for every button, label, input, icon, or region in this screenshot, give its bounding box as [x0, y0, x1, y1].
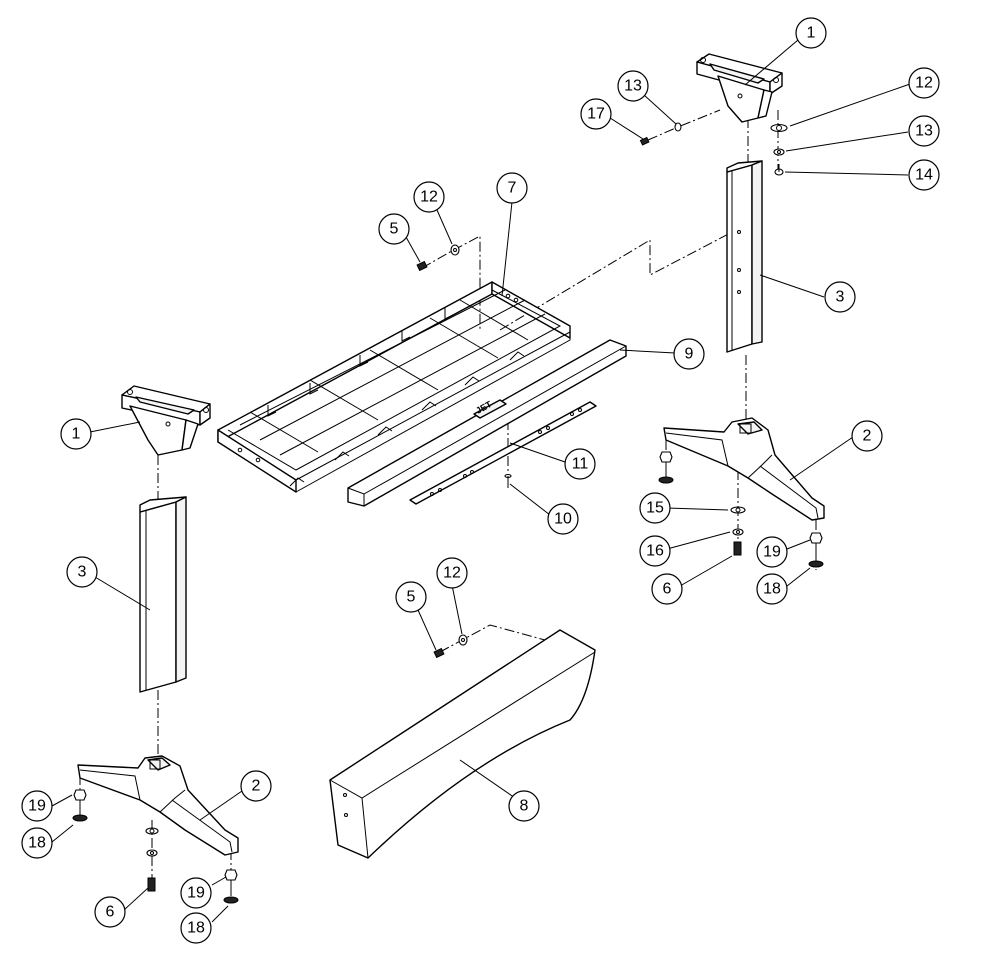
callout-17: 17	[580, 98, 612, 130]
lower-shelf-board	[329, 629, 596, 859]
callout-3-right: 3	[824, 281, 856, 313]
svg-text:3: 3	[836, 289, 845, 306]
mounting-strip	[409, 401, 597, 505]
callout-9: 9	[673, 338, 705, 370]
svg-text:9: 9	[685, 346, 694, 363]
callout-bubbles: 1 3 2 19 18 6 19 18 5 12 7 9 11 10 5 12 …	[21, 17, 940, 944]
callout-5-lower: 5	[395, 581, 427, 613]
callout-12-lower: 12	[436, 557, 468, 589]
svg-text:13: 13	[624, 78, 642, 95]
hardware-upper-center	[416, 244, 460, 272]
hardware-left	[72, 789, 239, 904]
svg-text:12: 12	[420, 189, 438, 206]
shelf-rack	[217, 281, 571, 493]
callout-7: 7	[496, 172, 528, 204]
leg-top-bracket-right	[696, 53, 783, 123]
leg-base-foot-left	[77, 755, 239, 856]
svg-text:13: 13	[915, 123, 933, 140]
svg-text:17: 17	[587, 106, 605, 123]
svg-text:19: 19	[763, 544, 781, 561]
hardware-upper-right	[639, 122, 788, 176]
callout-18-right: 18	[756, 573, 788, 605]
callout-16: 16	[639, 535, 671, 567]
callout-19-right: 19	[756, 536, 788, 568]
svg-text:18: 18	[187, 920, 205, 937]
callout-19-left-1: 19	[21, 790, 53, 822]
callout-11: 11	[564, 448, 596, 480]
svg-text:5: 5	[390, 221, 399, 238]
svg-text:5: 5	[407, 589, 416, 606]
callout-19-left-2: 19	[180, 877, 212, 909]
svg-text:19: 19	[28, 798, 46, 815]
svg-text:12: 12	[915, 75, 933, 92]
callout-12-right: 12	[908, 67, 940, 99]
callout-leader-lines	[51, 39, 911, 923]
callout-2-left: 2	[240, 770, 272, 802]
svg-text:8: 8	[520, 798, 529, 815]
callout-18-left-1: 18	[21, 827, 53, 859]
svg-text:19: 19	[187, 885, 205, 902]
callout-5-upper: 5	[378, 213, 410, 245]
callout-10: 10	[547, 503, 579, 535]
svg-text:2: 2	[863, 428, 872, 445]
callout-12-upper: 12	[413, 181, 445, 213]
hardware-lower-center	[433, 634, 468, 659]
svg-text:18: 18	[28, 835, 46, 852]
svg-text:7: 7	[508, 180, 517, 197]
svg-text:6: 6	[663, 581, 672, 598]
svg-text:11: 11	[572, 456, 589, 473]
callout-14: 14	[908, 159, 940, 191]
hardware-lower-right	[658, 451, 824, 568]
leg-tube-right	[726, 160, 763, 353]
leg-base-foot-right	[663, 417, 825, 521]
svg-text:1: 1	[807, 25, 816, 42]
svg-text:3: 3	[78, 564, 87, 581]
callout-18-left-2: 18	[180, 912, 212, 944]
svg-text:2: 2	[252, 778, 261, 795]
callout-13-upper: 13	[617, 70, 649, 102]
svg-text:1: 1	[72, 426, 81, 443]
callout-1-left: 1	[60, 418, 92, 450]
callout-6-left: 6	[94, 896, 126, 928]
svg-text:12: 12	[443, 565, 461, 582]
callout-13-right: 13	[908, 115, 940, 147]
callout-6-right: 6	[651, 573, 683, 605]
callout-8: 8	[508, 790, 540, 822]
svg-text:18: 18	[763, 581, 781, 598]
svg-text:15: 15	[646, 500, 664, 517]
svg-text:10: 10	[554, 511, 572, 528]
front-rail: JET	[347, 339, 627, 507]
leg-top-bracket-left	[121, 385, 211, 456]
svg-text:6: 6	[106, 904, 115, 921]
svg-text:14: 14	[915, 167, 933, 184]
screw-10	[504, 473, 512, 488]
callout-3-left: 3	[66, 556, 98, 588]
callout-15: 15	[639, 492, 671, 524]
leg-tube-left	[139, 496, 187, 693]
callout-2-right: 2	[851, 420, 883, 452]
callout-1-right: 1	[795, 17, 827, 49]
svg-text:16: 16	[646, 543, 664, 560]
